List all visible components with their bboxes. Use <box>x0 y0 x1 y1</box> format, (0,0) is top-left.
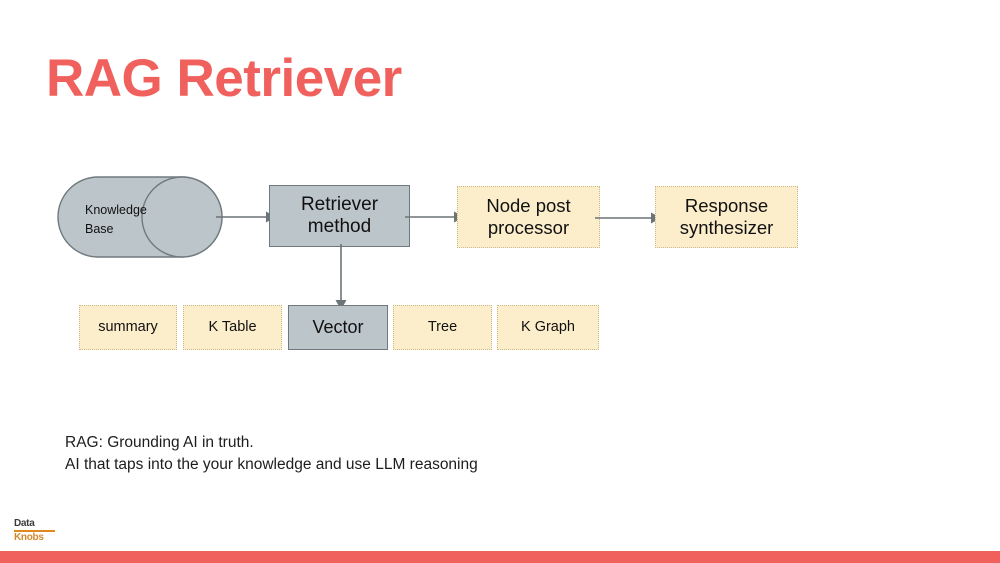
arrow-retriever-to-node-post-processor-icon <box>405 206 464 228</box>
option-k-table[interactable]: K Table <box>183 305 282 350</box>
knowledge-base-label: Knowledge Base <box>85 203 147 236</box>
knowledge-base-cylinder[interactable] <box>57 176 223 258</box>
option-tree[interactable]: Tree <box>393 305 492 350</box>
logo-knobs-text: Knobs <box>14 532 44 543</box>
option-k-graph[interactable]: K Graph <box>497 305 599 350</box>
arrow-retriever-to-vector-icon <box>330 244 352 310</box>
body-text: RAG: Grounding AI in truth. AI that taps… <box>65 434 478 473</box>
option-summary[interactable]: summary <box>79 305 177 350</box>
node-retriever-method[interactable]: Retriever method <box>269 185 410 247</box>
node-response-synthesizer-label: Response synthesizer <box>679 195 774 238</box>
arrow-kb-to-retriever-icon <box>216 206 276 228</box>
option-tree-label: Tree <box>427 318 458 335</box>
arrow-node-post-processor-to-response-synthesizer-icon <box>595 207 661 229</box>
option-summary-label: summary <box>98 318 158 335</box>
page-title: RAG Retriever <box>46 49 402 108</box>
logo-divider <box>14 530 55 532</box>
option-vector[interactable]: Vector <box>288 305 388 350</box>
node-retriever-method-label: Retriever method <box>300 193 379 237</box>
option-vector-label: Vector <box>312 316 364 337</box>
node-node-post-processor-label: Node post processor <box>486 195 571 238</box>
node-node-post-processor[interactable]: Node post processor <box>457 186 600 248</box>
option-k-table-label: K Table <box>208 318 257 335</box>
logo-data-text: Data <box>14 518 35 529</box>
node-response-synthesizer[interactable]: Response synthesizer <box>655 186 798 248</box>
option-k-graph-label: K Graph <box>521 318 575 335</box>
dataknobs-logo: Data Knobs <box>14 518 56 543</box>
bottom-accent-bar <box>0 551 1000 563</box>
